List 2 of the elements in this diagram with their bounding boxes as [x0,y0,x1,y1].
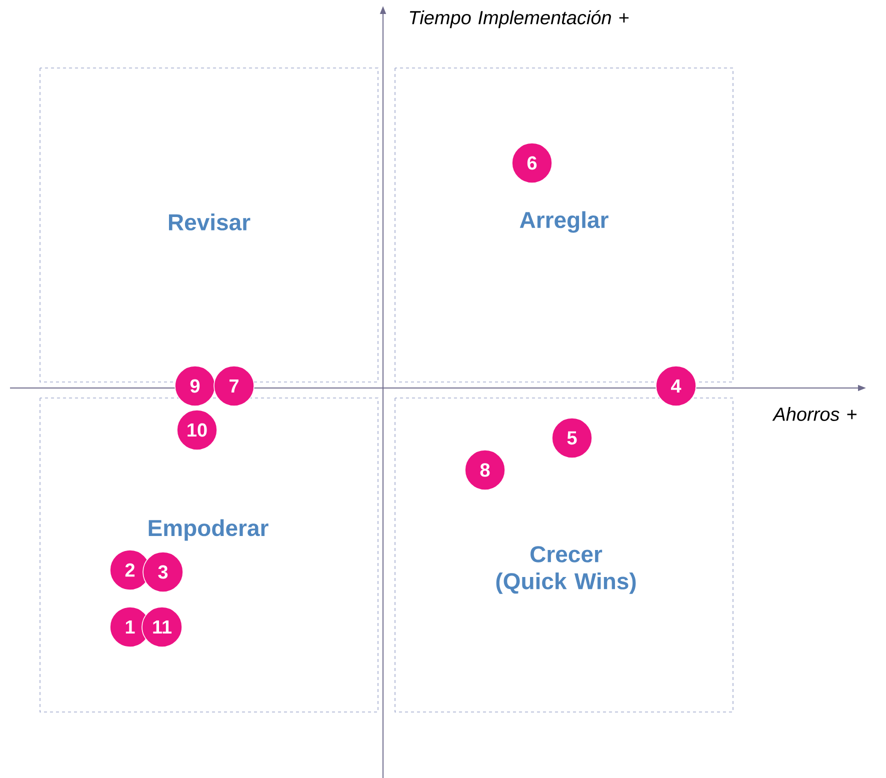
axis-label: Tiempo Implementación + [410,10,629,28]
axis-label: Ahorros + [772,407,856,421]
